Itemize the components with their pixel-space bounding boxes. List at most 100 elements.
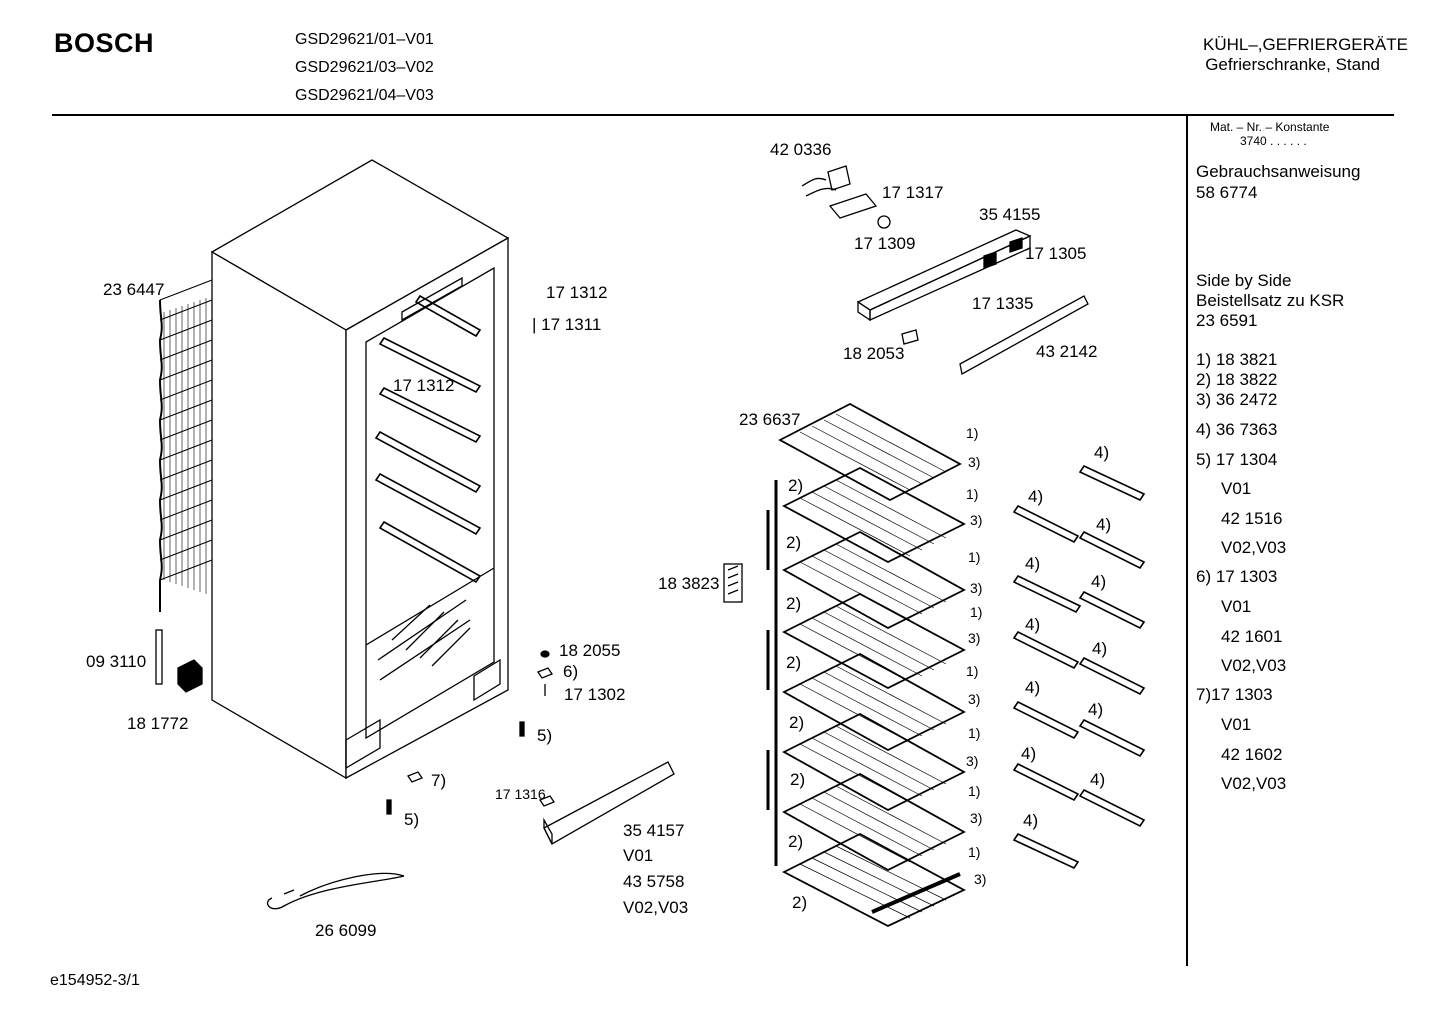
category-subtitle: Gefrierschranke, Stand <box>1205 55 1380 74</box>
part-label: 17 1309 <box>854 234 916 253</box>
callout-label: 1) <box>968 549 981 565</box>
callout-label: 2) <box>786 533 802 552</box>
parts-list-item: 6) 17 1303 <box>1196 567 1278 586</box>
callout-label: 4) <box>1028 487 1044 506</box>
callout-label: 4) <box>1094 443 1110 462</box>
parts-list-item: V01 <box>1221 715 1252 734</box>
parts-list-item: 7)17 1303 <box>1196 685 1273 704</box>
callout-label: 4) <box>1091 572 1107 591</box>
parts-list-item: V02,V03 <box>1221 538 1287 557</box>
callout-label: 2) <box>790 770 806 789</box>
wire-rack-assembly <box>766 402 966 928</box>
small-parts <box>267 563 743 910</box>
part-label: 18 1772 <box>127 714 189 733</box>
freezer-cabinet <box>210 159 510 780</box>
parts-list-item: V01 <box>1221 597 1252 616</box>
parts-list-item: 1) 18 3821 <box>1196 350 1278 369</box>
brand-logo: BOSCH <box>54 28 155 58</box>
callout-label: 6) <box>563 662 579 681</box>
callout-label: 5) <box>404 810 420 829</box>
exploded-view-drawing <box>155 159 1146 928</box>
part-label: 42 0336 <box>770 140 832 159</box>
parts-list-item: V02,V03 <box>1221 656 1287 675</box>
part-label: 26 6099 <box>315 921 377 940</box>
callout-label: 3) <box>970 512 983 528</box>
part-label: 23 6447 <box>103 280 165 299</box>
model-number-2: GSD29621/03–V02 <box>295 59 434 76</box>
parts-list-item: 5) 17 1304 <box>1196 450 1278 469</box>
part-label: 18 2053 <box>843 344 905 363</box>
callout-label: 2) <box>789 713 805 732</box>
part-label: 18 3823 <box>658 574 720 593</box>
callout-label: 1) <box>966 425 979 441</box>
callout-label: 3) <box>970 580 983 596</box>
callout-label: 1) <box>966 486 979 502</box>
part-label: 17 1312 <box>393 376 455 395</box>
callout-label: 4) <box>1023 811 1039 830</box>
parts-list-item: 4) 36 7363 <box>1196 420 1278 439</box>
category-title: KÜHL–,GEFRIERGERÄTE <box>1203 35 1408 54</box>
callout-label: 3) <box>970 810 983 826</box>
callout-label: 3) <box>968 454 981 470</box>
callout-label: 2) <box>792 893 808 912</box>
rack-hatching <box>799 413 947 919</box>
part-label: V01 <box>623 846 654 865</box>
callout-label: 4) <box>1092 639 1108 658</box>
part-label: 35 4155 <box>979 205 1041 224</box>
sbs-line-3: 23 6591 <box>1196 311 1258 330</box>
parts-list-item: V01 <box>1221 479 1252 498</box>
callout-label: 4) <box>1088 700 1104 719</box>
callout-label: 4) <box>1021 744 1037 763</box>
callout-label: 2) <box>788 832 804 851</box>
part-label: 17 1302 <box>564 685 626 704</box>
part-label: 17 1317 <box>882 183 944 202</box>
callout-label: 7) <box>431 771 447 790</box>
thermostat-parts <box>155 629 203 693</box>
manual-label: Gebrauchsanweisung <box>1196 162 1361 181</box>
callout-label: 4) <box>1025 678 1041 697</box>
header-divider <box>52 114 1394 116</box>
part-label: 23 6637 <box>739 410 801 429</box>
parts-list-item: V02,V03 <box>1221 774 1287 793</box>
callout-label: 3) <box>966 753 979 769</box>
callout-label: 5) <box>537 726 553 745</box>
sidebar-divider <box>1186 116 1188 966</box>
mat-label: Mat. – Nr. – Konstante <box>1210 120 1330 134</box>
part-label: 17 1312 <box>546 283 608 302</box>
part-label: 18 2055 <box>559 641 621 660</box>
callout-label: 2) <box>786 653 802 672</box>
sbs-line-2: Beistellsatz zu KSR <box>1196 291 1345 310</box>
callout-label: 3) <box>968 691 981 707</box>
manual-number: 58 6774 <box>1196 183 1258 202</box>
parts-list-item: 2) 18 3822 <box>1196 370 1278 389</box>
parts-list-item: 42 1601 <box>1221 627 1283 646</box>
sbs-line-1: Side by Side <box>1196 271 1292 290</box>
callout-label: 1) <box>968 783 981 799</box>
callout-label: 4) <box>1025 554 1041 573</box>
callout-label: 4) <box>1025 615 1041 634</box>
model-number-3: GSD29621/04–V03 <box>295 87 434 104</box>
parts-list-item: 42 1602 <box>1221 745 1283 764</box>
callout-label: 4) <box>1090 770 1106 789</box>
control-panel-parts <box>801 165 1089 376</box>
part-label-text: 17 1311 <box>541 315 602 334</box>
part-label: 35 4157 <box>623 821 685 840</box>
document-code: e154952-3/1 <box>50 972 140 989</box>
cabinet-shelf-rails <box>374 294 482 584</box>
part-label: 17 1335 <box>972 294 1034 313</box>
part-label: 43 2142 <box>1036 342 1098 361</box>
parts-list-item: 42 1516 <box>1221 509 1283 528</box>
part-label: 17 1316 <box>495 786 546 802</box>
callout-label: 3) <box>974 871 987 887</box>
callout-label: 1) <box>966 663 979 679</box>
callout-label: 2) <box>788 476 804 495</box>
part-label: | 17 1311 <box>532 315 602 334</box>
side-by-side-brackets <box>1012 464 1146 870</box>
mat-value: 3740 . . . . . . <box>1240 134 1307 148</box>
part-label: V02,V03 <box>623 898 689 917</box>
callout-label: 2) <box>786 594 802 613</box>
callout-label: 1) <box>968 844 981 860</box>
condenser-coil <box>158 279 213 612</box>
part-label: 17 1305 <box>1025 244 1087 263</box>
callout-label: 3) <box>968 630 981 646</box>
